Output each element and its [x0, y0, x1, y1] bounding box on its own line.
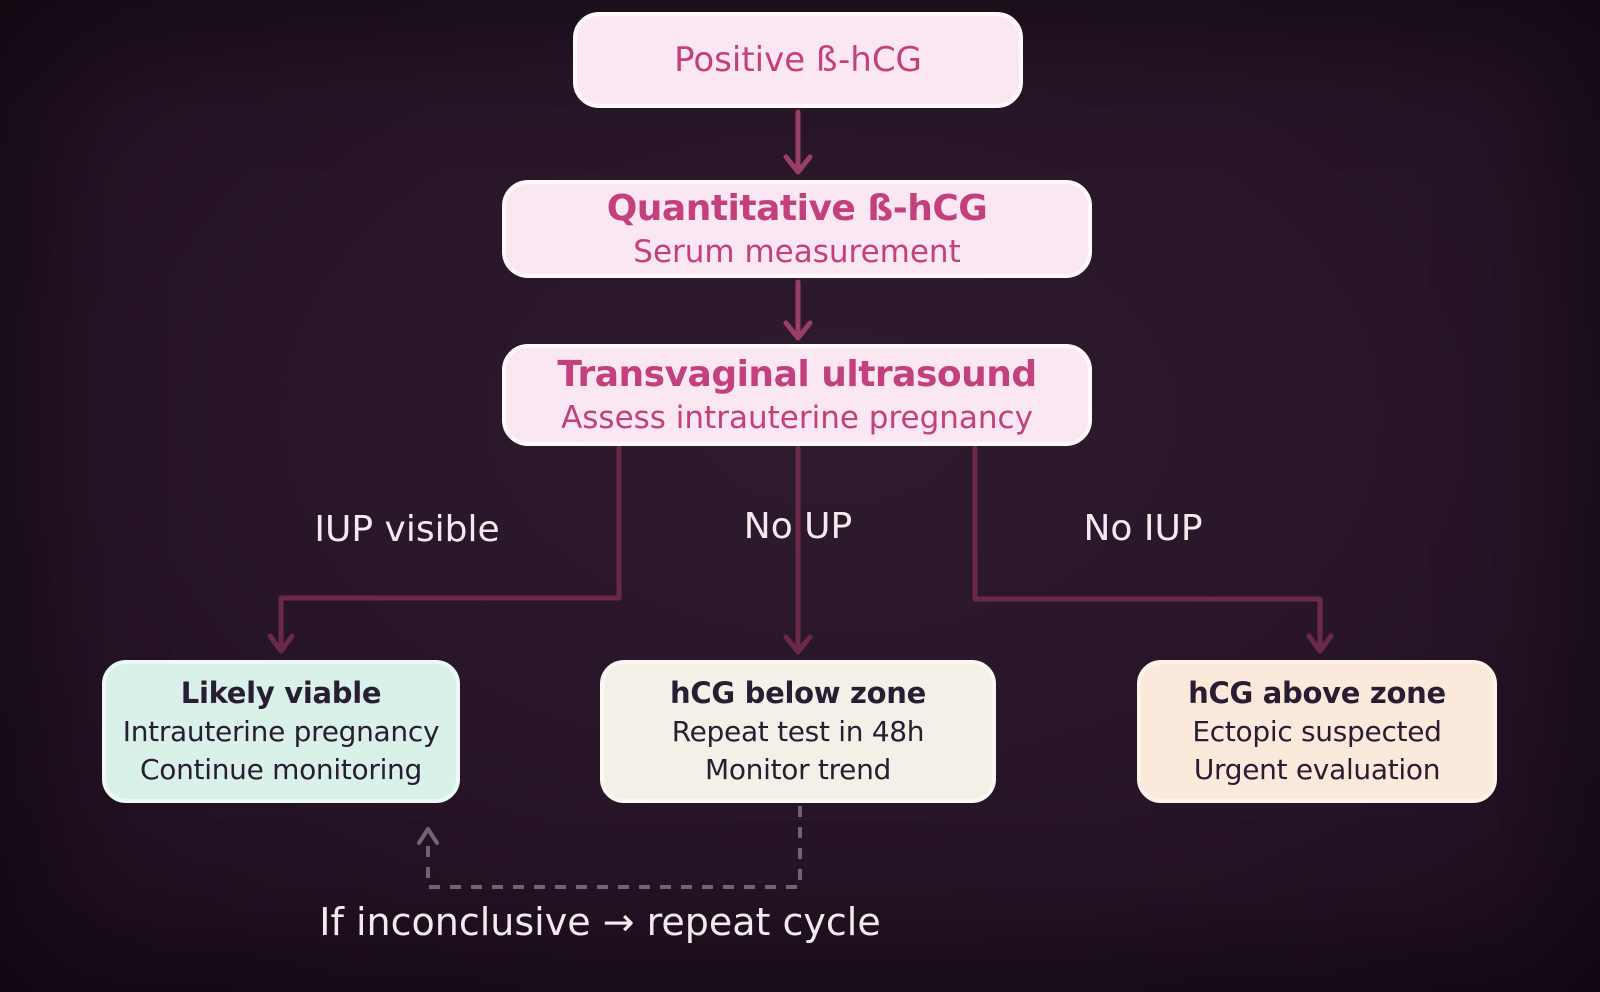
outcome-title: hCG below zone	[670, 676, 926, 711]
node-subtitle: Assess intrauterine pregnancy	[561, 399, 1033, 436]
outcome-title: hCG above zone	[1188, 676, 1446, 711]
outcome-line: Intrauterine pregnancy	[122, 715, 440, 749]
connector-branch-middle	[783, 445, 813, 655]
feedback-arrowhead-icon	[417, 827, 439, 845]
node-title: Transvaginal ultrasound	[557, 353, 1037, 395]
connector-branch-left	[267, 445, 622, 654]
node-likely-viable: Likely viable Intrauterine pregnancy Con…	[102, 660, 460, 803]
arrow-step1-step2	[783, 109, 813, 175]
outcome-title: Likely viable	[180, 676, 382, 711]
branch-label-no-up: No UP	[743, 506, 853, 547]
node-transvaginal-ultrasound: Transvaginal ultrasound Assess intrauter…	[502, 344, 1092, 446]
connector-feedback-dashed	[426, 806, 802, 889]
outcome-line: Ectopic suspected	[1192, 715, 1442, 749]
outcome-line: Monitor trend	[704, 753, 892, 787]
feedback-caption: If inconclusive → repeat cycle	[319, 900, 881, 944]
branch-label-iup-visible: IUP visible	[314, 509, 500, 550]
connector-branch-right	[972, 445, 1334, 654]
arrow-step2-step3	[783, 279, 813, 341]
node-hcg-above-zone: hCG above zone Ectopic suspected Urgent …	[1137, 660, 1497, 803]
outcome-line: Continue monitoring	[140, 753, 422, 787]
branch-label-no-iup: No IUP	[1083, 508, 1203, 549]
node-hcg-below-zone: hCG below zone Repeat test in 48h Monito…	[600, 660, 996, 803]
node-positive-bhcg: Positive ß-hCG	[573, 12, 1023, 108]
node-title: Positive ß-hCG	[674, 39, 922, 80]
outcome-line: Urgent evaluation	[1193, 753, 1441, 787]
node-title: Quantitative ß-hCG	[606, 187, 988, 229]
node-subtitle: Serum measurement	[633, 233, 961, 270]
outcome-line: Repeat test in 48h	[671, 715, 925, 749]
node-quantitative-bhcg: Quantitative ß-hCG Serum measurement	[502, 180, 1092, 278]
